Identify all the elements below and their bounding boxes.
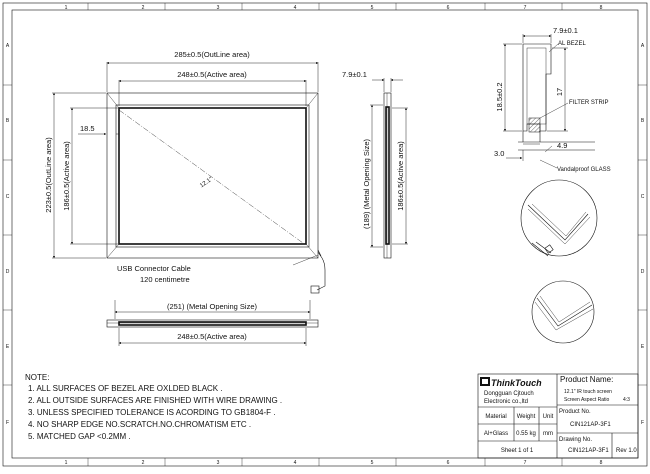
row-label-right: F [641,420,644,426]
detail-height-dim: 18.5±0.2 [495,82,504,111]
bottom-metal-opening-dim: (251) (Metal Opening Size) [167,302,258,311]
col-label-top: 4 [294,5,297,11]
note-item: 3. UNLESS SPECIFIED TOLERANCE IS ACORDIN… [28,408,275,417]
col-label-bottom: 6 [447,460,450,466]
product-desc: 12.1" IR touch screen [564,389,612,395]
cable-label: USB Connector Cable [117,264,191,273]
glass-label: Vandalproof GLASS [557,167,611,173]
col-label-bottom: 4 [294,460,297,466]
detail-circle-edge [531,280,595,344]
weight-header: Weight [517,414,536,420]
outline-height-dim: 223±0.5(OutLine area) [44,137,53,213]
col-label-top: 8 [600,5,603,11]
revision: Rev 1.0 [616,448,637,454]
active-height-dim: 186±0.5(Active area) [62,141,71,211]
detail-inner-dim: 17 [555,88,564,96]
col-label-top: 1 [65,5,68,11]
side-view: 7.9±0.1 (189) (Metal Opening Size) 186±0… [342,70,408,259]
drawing-no-label: Drawing No. [559,437,592,443]
filter-strip-label: FILTER STRIP [569,100,609,106]
aspect-label: Screen Aspect Ratio [564,397,610,403]
note-item: 2. ALL OUTSIDE SURFACES ARE FINISHED WIT… [28,396,282,405]
row-label-left: A [6,43,10,49]
section-detail: 7.9±0.1 AL BEZEL 18.5±0.2 17 FILTER STRI… [494,26,611,173]
bevel-rect [115,104,310,248]
col-label-bottom: 3 [217,460,220,466]
notes-block: NOTE: 1. ALL SURFACES OF BEZEL ARE OXLDE… [25,373,282,441]
unit-header: Unit [543,414,554,420]
notes-title: NOTE: [25,373,49,382]
col-label-top: 5 [371,5,374,11]
row-label-right: C [641,194,645,200]
company-logo: ThinkTouch [480,377,542,388]
row-label-left: D [6,269,10,275]
material-value: Al+Glass [484,431,508,437]
side-metal-opening-dim: (189) (Metal Opening Size) [362,138,371,229]
col-label-bottom: 2 [142,460,145,466]
row-label-left: F [6,420,9,426]
note-item: 4. NO SHARP EDGE NO.SCRATCH.NO.CHROMATIS… [28,420,251,429]
side-thickness-dim: 7.9±0.1 [342,70,367,79]
drawing-no: CIN121AP-3F1 [568,448,609,454]
col-label-top: 3 [217,5,220,11]
filter-strip-shape [528,117,541,133]
col-label-bottom: 8 [600,460,603,466]
usb-connector [310,285,320,294]
offset-dim: 18.5 [80,124,95,133]
product-no: CIN121AP-3F1 [570,422,611,428]
side-profile [383,92,392,259]
row-label-right: E [641,344,645,350]
material-header: Material [485,414,506,420]
bottom-profile [106,319,319,328]
col-label-bottom: 7 [524,460,527,466]
logo-text: ThinkTouch [491,378,542,388]
unit-value: mm [543,431,553,437]
col-label-bottom: 1 [65,460,68,466]
row-label-left: B [6,118,10,124]
cable-length: 120 centimetre [140,275,190,284]
front-view: 12.1" 285±0.5(OutLine area) 248±0.5(Acti… [44,50,326,294]
row-label-left: C [6,194,10,200]
active-rect [118,107,307,245]
note-item: 5. MATCHED GAP <0.2MM . [28,432,131,441]
row-label-right: B [641,118,645,124]
side-active-dim: 186±0.5(Active area) [396,141,405,211]
drawing-frame: 1 2 3 4 5 6 7 8 1 2 3 4 5 6 7 8 A B C D … [2,2,648,467]
title-block: ThinkTouch Dongguan Cjtouch Electronic c… [477,373,639,459]
active-width-dim: 248±0.5(Active area) [177,70,247,79]
col-label-top: 6 [447,5,450,11]
detail-glass-dim: 4.9 [557,141,567,150]
outline-rect [106,92,319,259]
row-label-right: D [641,269,645,275]
aspect-value: 4:3 [623,397,630,403]
bottom-view: (251) (Metal Opening Size) 248±0.5(Activ… [106,300,319,346]
bottom-active-dim: 248±0.5(Active area) [177,332,247,341]
detail-circle-corner [520,179,598,257]
sheet-number: Sheet 1 of 1 [501,448,534,454]
col-label-bottom: 5 [371,460,374,466]
weight-value: 0.55 kg [516,431,536,437]
bezel-label: AL BEZEL [558,41,586,47]
product-name-label: Product Name: [560,375,613,384]
row-label-left: E [6,344,10,350]
product-no-label: Product No. [559,409,591,415]
col-label-top: 2 [142,5,145,11]
usb-cable [316,251,326,291]
detail-top-dim: 7.9±0.1 [553,26,578,35]
detail-offset-dim: 3.0 [494,149,504,158]
diagonal-label: 12.1" [199,177,214,190]
col-label-top: 7 [524,5,527,11]
company-line2: Electronic co.,ltd [484,399,528,405]
company-line1: Dongguan Cjtouch [484,391,534,397]
diagonal-line [118,109,304,244]
note-item: 1. ALL SURFACES OF BEZEL ARE OXLDED BLAC… [28,384,223,393]
row-label-right: A [641,43,645,49]
outline-width-dim: 285±0.5(OutLine area) [174,50,250,59]
